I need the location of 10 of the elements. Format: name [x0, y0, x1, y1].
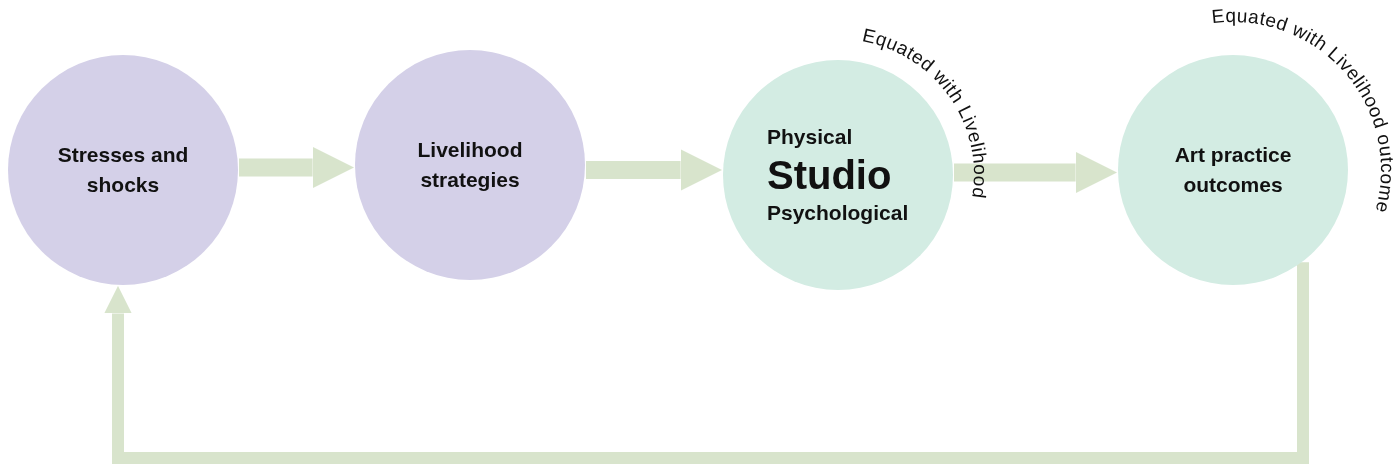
arrow: [239, 146, 354, 189]
node-label: Studio: [767, 152, 892, 198]
node-label: Art practice outcomes: [1173, 141, 1293, 198]
arrow: [104, 262, 1309, 464]
node-label: Stresses and shocks: [56, 141, 190, 198]
arrow: [954, 151, 1117, 194]
node-label: Psychological: [767, 200, 909, 226]
node-label: Livelihood strategies: [416, 136, 524, 193]
arrow: [586, 149, 722, 191]
node-label: Physical: [767, 123, 853, 150]
